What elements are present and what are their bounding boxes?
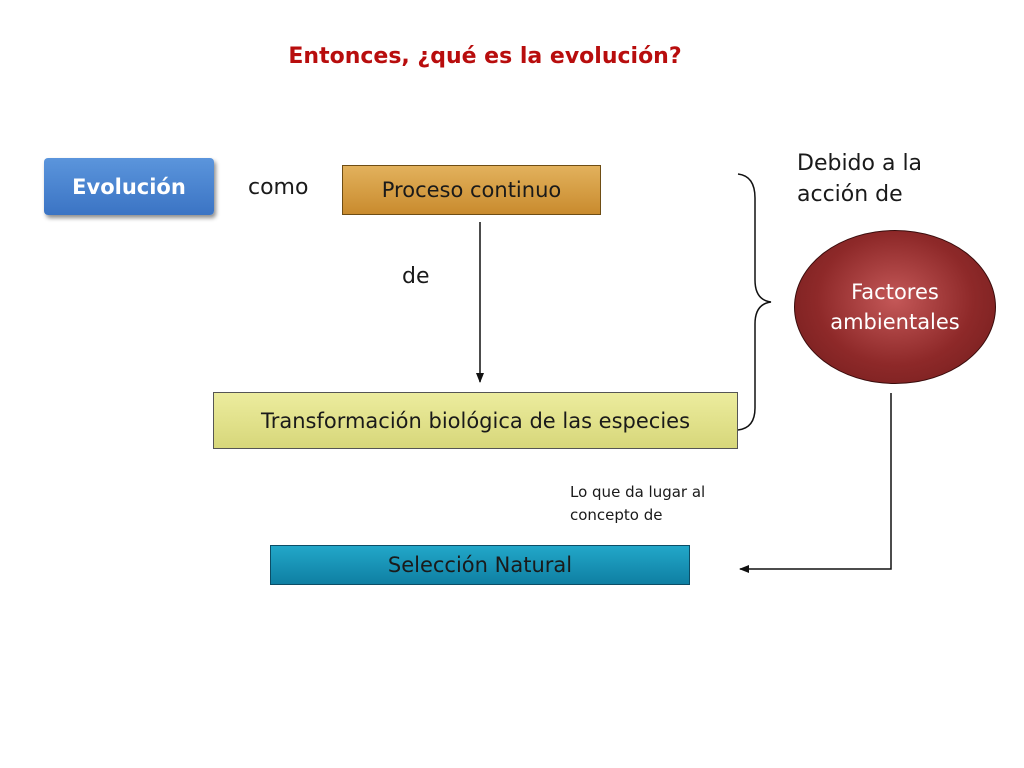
label-debido: Debido a la acción de bbox=[797, 151, 923, 207]
label-lo-que: Lo que da lugar al concepto de bbox=[570, 483, 706, 524]
label-como: como bbox=[248, 175, 309, 200]
label-de: de bbox=[402, 264, 430, 289]
node-proceso-continuo: Proceso continuo bbox=[342, 165, 601, 215]
slide-title: Entonces, ¿qué es la evolución? bbox=[288, 44, 682, 69]
arrow-factores-to-seleccion bbox=[739, 393, 892, 573]
node-seleccion-natural: Selección Natural bbox=[270, 545, 690, 585]
node-transformacion: Transformación biológica de las especies bbox=[213, 392, 738, 449]
node-factores-ambientales: Factores ambientales bbox=[794, 230, 996, 384]
node-evolucion: Evolución bbox=[44, 158, 214, 215]
curly-brace bbox=[737, 173, 772, 431]
